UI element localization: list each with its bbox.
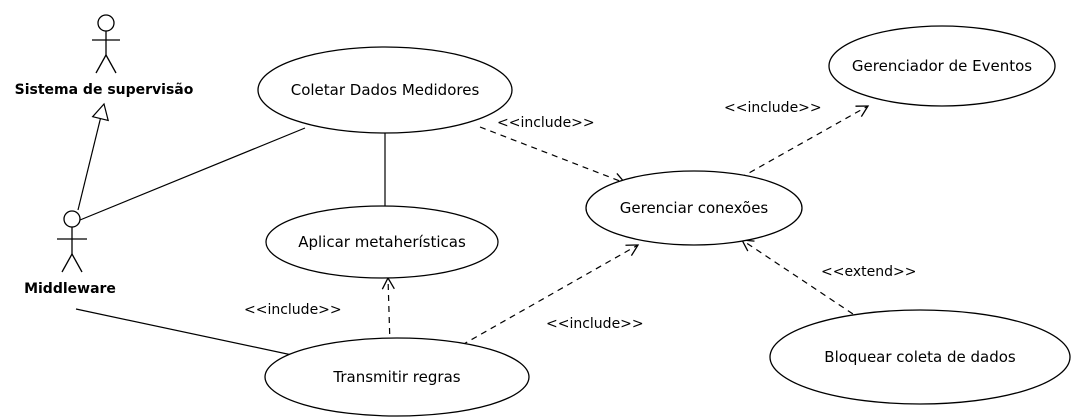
use-case-label: Gerenciador de Eventos [852, 57, 1032, 75]
use-case-ellipse [585, 170, 803, 246]
use-case-label: Coletar Dados Medidores [291, 81, 480, 99]
actor-leg-left [95, 54, 107, 74]
use-case-gerenciador-de-eventos[interactable]: Gerenciador de Eventos [828, 25, 1056, 107]
association-middleware-coletar [79, 127, 306, 221]
extend-bloquear-conexoes [740, 239, 863, 321]
actor-leg-right [105, 54, 117, 74]
use-case-label: Bloquear coleta de dados [824, 348, 1016, 366]
actor-head [63, 210, 81, 228]
include-coletar-conexoes [479, 126, 627, 186]
use-case-label: Gerenciar conexões [620, 199, 769, 217]
use-case-ellipse [265, 205, 499, 279]
use-case-coletar-dados-medidores[interactable]: Coletar Dados Medidores [257, 46, 513, 134]
use-case-ellipse [257, 46, 513, 134]
use-case-bloquear-coleta-de-dados[interactable]: Bloquear coleta de dados [769, 309, 1071, 405]
use-case-aplicar-metaheristicas[interactable]: Aplicar metaherísticas [265, 205, 499, 279]
actor-middleware[interactable]: Middleware [24, 210, 116, 297]
label-extend-bloquear-conexoes: <<extend>> [821, 264, 916, 280]
use-case-label: Aplicar metaherísticas [298, 233, 466, 251]
include-conexoes-eventos [739, 105, 870, 179]
actor-label-middleware: Middleware [24, 281, 116, 297]
actor-head [97, 14, 115, 32]
use-case-ellipse [769, 309, 1071, 405]
label-include-conexoes-eventos: <<include>> [724, 100, 822, 116]
use-case-ellipse [828, 25, 1056, 107]
label-include-transmitir-metaheuristicas: <<include>> [244, 302, 342, 318]
include-transmitir-metaheuristicas [381, 276, 395, 346]
use-case-label: Transmitir regras [332, 368, 460, 386]
label-include-transmitir-conexoes: <<include>> [546, 316, 644, 332]
use-case-transmitir-regras[interactable]: Transmitir regras [264, 337, 530, 417]
actor-label-supervisao: Sistema de supervisão [15, 82, 194, 98]
use-case-gerenciar-conexoes[interactable]: Gerenciar conexões [585, 170, 803, 246]
label-include-coletar-conexoes: <<include>> [497, 115, 595, 131]
actor-leg-left [61, 253, 73, 273]
actor-leg-right [71, 253, 83, 273]
use-case-ellipse [264, 337, 530, 417]
generalization-middleware-supervisao [77, 102, 110, 211]
association-middleware-transmitir [75, 308, 293, 356]
include-transmitir-conexoes [461, 244, 640, 346]
actor-sistema-de-supervisao[interactable]: Sistema de supervisão [15, 14, 194, 98]
